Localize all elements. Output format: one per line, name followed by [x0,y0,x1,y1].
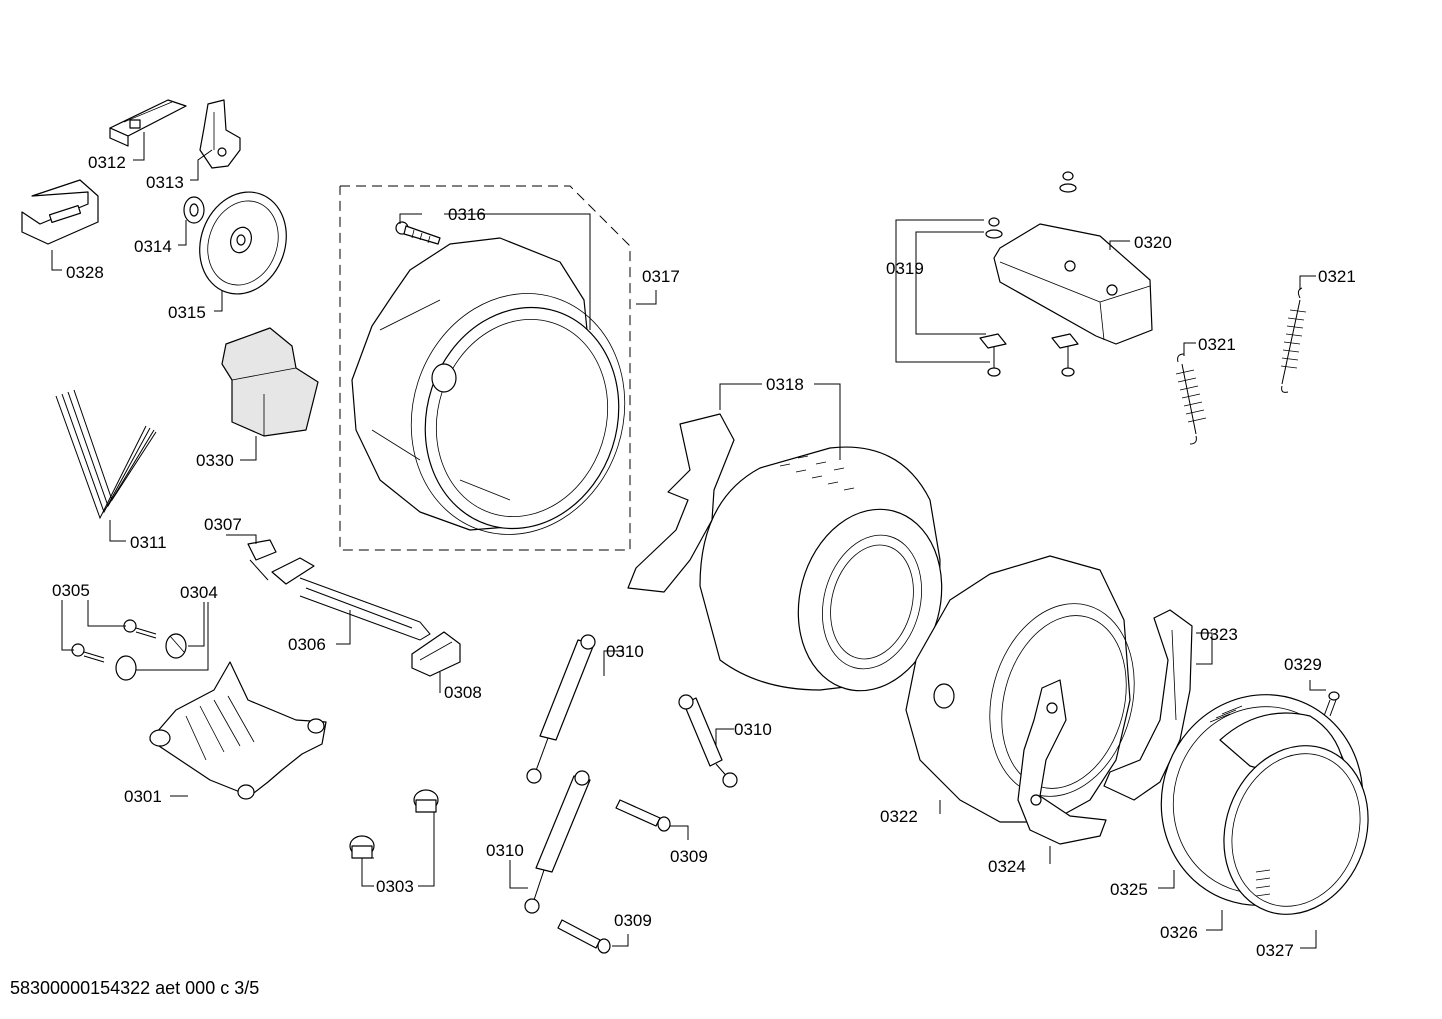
label-0319: 0319 [886,259,924,278]
label-0316: 0316 [448,205,486,224]
part-front-tub-drawing [905,555,1135,823]
part-screw-0316-drawing [395,221,441,245]
label-0315: 0315 [168,303,206,322]
part-damper-bush-drawing [349,789,439,859]
label-0318: 0318 [766,375,804,394]
label-0303: 0303 [376,877,414,896]
label-0317: 0317 [642,267,680,286]
label-0321-right: 0321 [1318,267,1356,286]
label-0310-bottom: 0310 [486,841,524,860]
part-spring-drawing [1175,287,1307,445]
part-hinge-bracket-drawing [109,99,187,147]
part-door-seal-drawing [1160,694,1369,915]
part-shock-absorber-drawing [524,634,738,914]
label-0313: 0313 [146,173,184,192]
label-0310-right: 0310 [734,720,772,739]
label-0309-top: 0309 [670,847,708,866]
label-0305: 0305 [52,581,90,600]
label-0323: 0323 [1200,625,1238,644]
label-0308: 0308 [444,683,482,702]
part-washer-drawing [183,196,205,224]
label-0326: 0326 [1160,923,1198,942]
label-0321-left: 0321 [1198,335,1236,354]
label-0329: 0329 [1284,655,1322,674]
label-0304: 0304 [180,583,218,602]
part-heater-element-drawing [271,557,431,641]
label-0320: 0320 [1134,233,1172,252]
document-footer-code: 58300000154322 aet 000 c 3/5 [10,978,260,998]
label-0301: 0301 [124,787,162,806]
label-0322: 0322 [880,807,918,826]
part-rear-tub-drawing [339,185,631,551]
part-top-counterweight-drawing [993,223,1153,345]
label-0306: 0306 [288,635,326,654]
label-0325: 0325 [1110,880,1148,899]
label-0311: 0311 [130,533,167,552]
label-0312: 0312 [88,153,126,172]
label-0327: 0327 [1256,941,1294,960]
label-0310-top: 0310 [606,642,644,661]
part-tub-bracket-drawing [1017,679,1107,845]
part-fixing-set-drawing [979,171,1079,377]
part-drive-belt-drawing [55,389,157,520]
label-0314: 0314 [134,237,172,256]
part-screw-0329-drawing [1323,691,1340,717]
part-heater-clamp-drawing [411,631,461,677]
part-pulley-drawing [199,191,287,295]
label-0330: 0330 [196,451,234,470]
part-bracket-plate-drawing [21,179,99,245]
part-lock-hook-drawing [199,99,241,169]
part-bolt-0309-drawing [557,799,671,954]
part-ntc-sensor-drawing [247,539,277,581]
leader-lines [51,132,1326,949]
label-0324: 0324 [988,857,1026,876]
part-motor-bush-drawing [115,633,187,681]
part-motor-drawing [149,661,327,800]
part-counterweight-drawing [221,327,319,437]
label-0309-bottom: 0309 [614,911,652,930]
label-0328: 0328 [66,263,104,282]
part-front-counterweight-drawing [1103,609,1193,801]
label-0307: 0307 [204,515,242,534]
part-drum-drawing [627,413,943,692]
